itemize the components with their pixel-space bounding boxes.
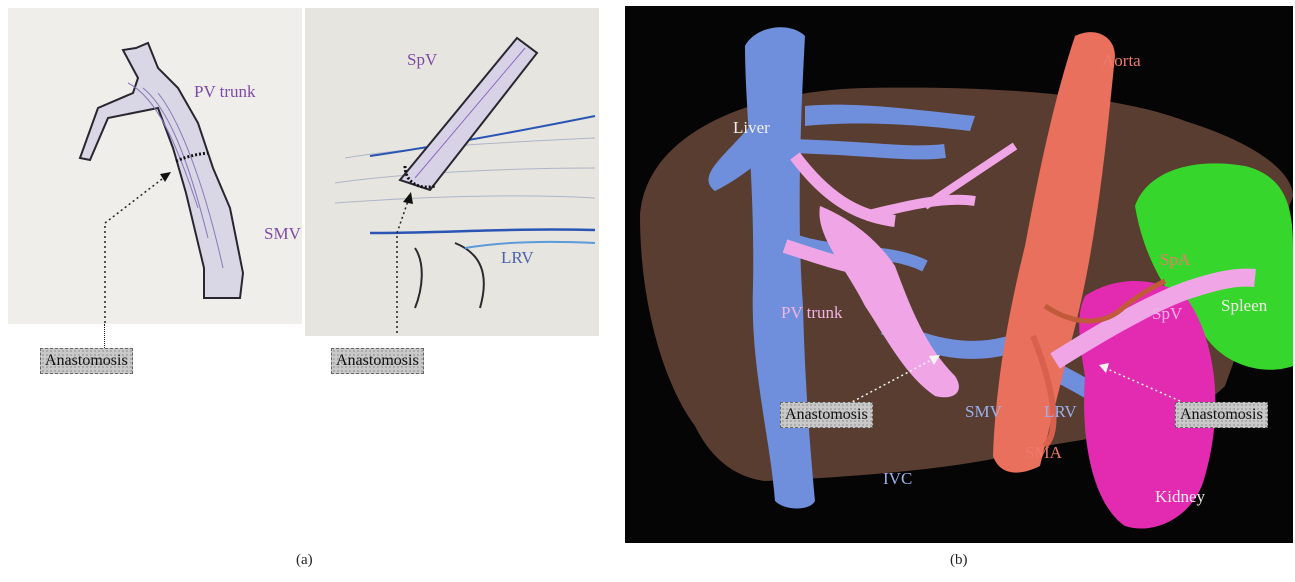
sketch-spv-lrv-panel: SpV LRV [305,8,599,336]
pv-smv-sketch [8,8,302,324]
ct-3d-render [625,6,1293,543]
label-lrv-sketch: LRV [501,248,534,268]
label-spleen: Spleen [1221,296,1267,316]
label-kidney: Kidney [1155,487,1205,507]
label-aorta: Aorta [1102,51,1141,71]
anastomosis-label-box-a-left: Anastomosis [40,348,133,374]
caption-a: (a) [296,552,313,569]
label-liver: Liver [733,118,770,138]
anastomosis-label-box-a-right: Anastomosis [331,348,424,374]
anastomosis-label-box-b-right: Anastomosis [1175,402,1268,428]
label-ivc: IVC [883,469,912,489]
lrv-vessel [370,230,595,233]
anastomosis-pointer-spv [397,198,409,336]
anastomosis-pointer [105,176,166,324]
label-pv-trunk-sketch: PV trunk [194,82,256,102]
label-lrv: LRV [1044,402,1077,422]
label-smv: SMV [965,402,1002,422]
ct-reconstruction-panel: Aorta Liver SpA Spleen PV trunk SpV SMV … [625,6,1293,543]
caption-b: (b) [950,552,968,569]
label-spv: SpV [1152,304,1182,324]
anastomosis-label-box-b-left: Anastomosis [780,402,873,428]
spv-lrv-sketch [305,8,599,336]
label-pv-trunk: PV trunk [781,303,843,323]
label-spv-sketch: SpV [407,50,437,70]
sketch-pv-smv-panel: PV trunk SMV [8,8,302,324]
label-sma: SMA [1025,443,1062,463]
anastomosis-pointer-stem-left [104,324,107,348]
label-spa: SpA [1160,250,1190,270]
label-smv-sketch: SMV [264,224,301,244]
